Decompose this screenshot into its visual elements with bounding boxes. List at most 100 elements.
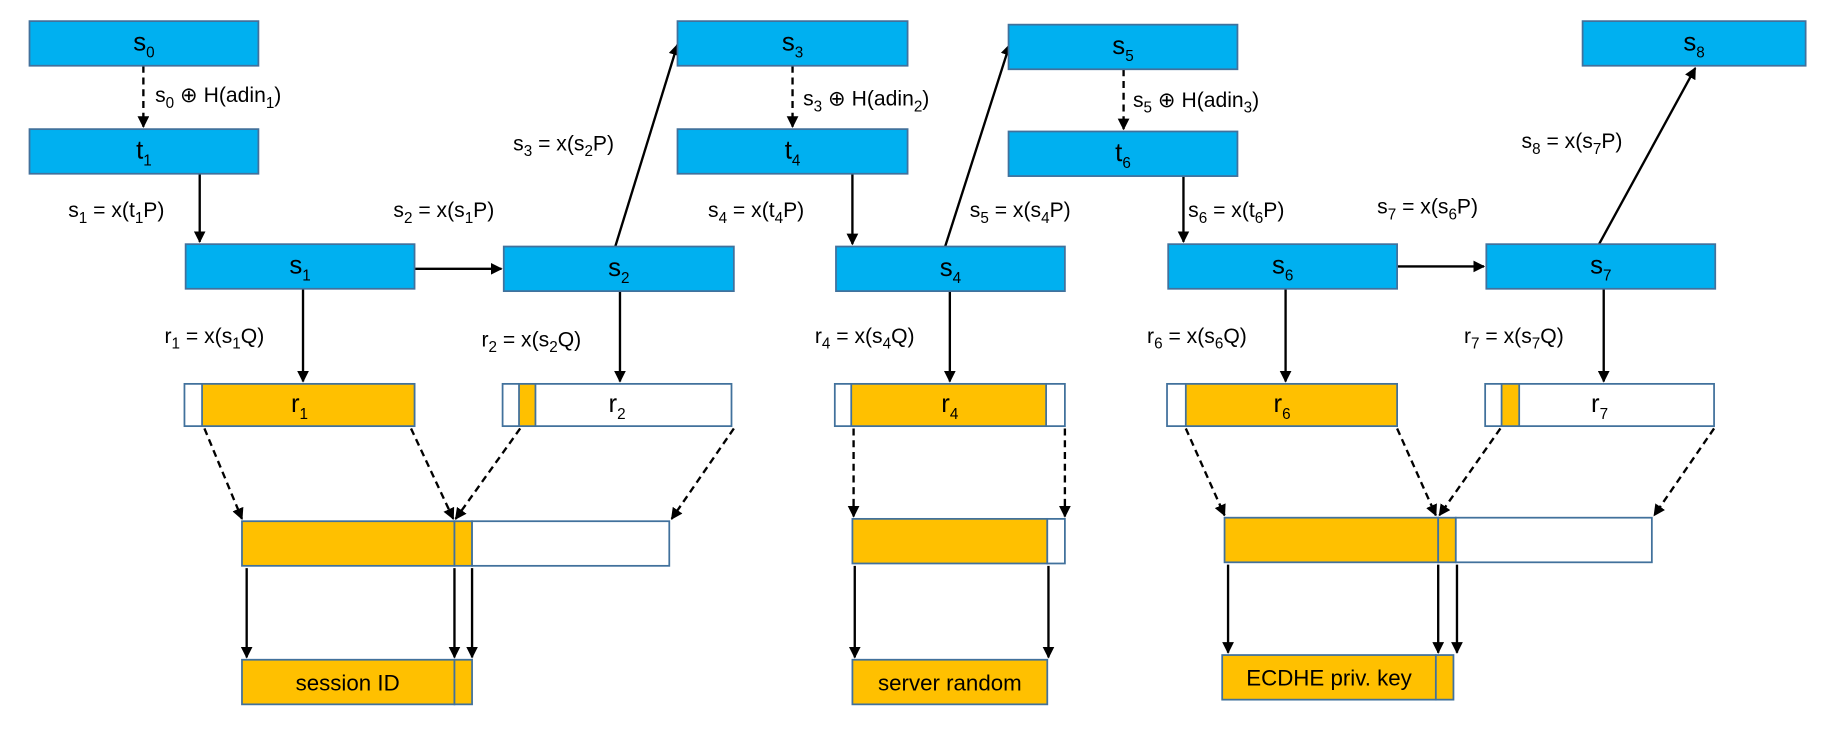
text-part: ) bbox=[1252, 89, 1259, 112]
output-used-bytes-r1 bbox=[201, 382, 416, 428]
state-label-s3: s3 bbox=[782, 28, 803, 61]
arrow-r7-buf-right bbox=[1653, 427, 1716, 517]
arrow-r2-buf-left bbox=[454, 427, 522, 520]
subscript: 7 bbox=[1388, 207, 1396, 224]
subscript: 3 bbox=[1244, 100, 1252, 117]
state-box-s2 bbox=[502, 245, 735, 293]
state-box-s7 bbox=[1485, 243, 1717, 290]
state-box-t6 bbox=[1007, 130, 1239, 177]
subscript: 4 bbox=[775, 210, 784, 227]
buffer-1-unused bbox=[471, 520, 671, 567]
output-label-r7: r7 bbox=[1591, 390, 1608, 423]
text-part: ⊕ H(adin bbox=[174, 84, 266, 107]
state-label-s3-subscript: 3 bbox=[795, 45, 803, 62]
text-part: r bbox=[165, 325, 172, 348]
state-box-s4 bbox=[835, 245, 1066, 293]
subscript: 6 bbox=[1199, 210, 1207, 227]
text-part: = x(t bbox=[1207, 199, 1255, 222]
edge-label-s3eq: s3 = x(s2P) bbox=[513, 132, 614, 160]
arrow-r6-buf-left bbox=[1184, 428, 1226, 517]
arrow-r1-buf-right bbox=[409, 427, 455, 520]
output-label-r4: r4 bbox=[941, 390, 959, 423]
text-part: P) bbox=[1263, 199, 1284, 222]
subscript: 4 bbox=[1041, 210, 1050, 227]
state-label-s7-subscript: 7 bbox=[1603, 268, 1611, 285]
subscript: 2 bbox=[914, 99, 922, 116]
edge-label-s6eq: s6 = x(t6P) bbox=[1188, 199, 1284, 227]
state-label-s1-subscript: 1 bbox=[302, 268, 310, 285]
output-label-r2: r2 bbox=[608, 390, 625, 423]
output-label-r2-base: r bbox=[608, 390, 617, 418]
state-label-s0-base: s bbox=[133, 28, 146, 56]
subscript: 5 bbox=[980, 210, 988, 227]
state-label-s6-base: s bbox=[1272, 252, 1285, 280]
buffer-3-unused bbox=[1454, 516, 1653, 564]
text-part: s bbox=[803, 88, 814, 111]
state-label-s4: s4 bbox=[940, 254, 962, 287]
state-label-t4-subscript: 4 bbox=[792, 153, 801, 170]
edge-label-r7eq: r7 = x(s7Q) bbox=[1464, 325, 1564, 353]
output-label-r1: r1 bbox=[291, 390, 308, 423]
subscript: 2 bbox=[584, 143, 592, 160]
text-part: s bbox=[1133, 89, 1144, 112]
buffer-1-r1-part bbox=[241, 520, 456, 567]
arrow-r7-buf-left bbox=[1438, 427, 1502, 517]
state-label-s1: s1 bbox=[289, 252, 310, 285]
text-part: = x(s bbox=[412, 199, 464, 222]
state-label-s2-base: s bbox=[608, 254, 621, 282]
subscript: 1 bbox=[232, 336, 240, 353]
state-label-s2-subscript: 2 bbox=[621, 270, 629, 287]
edge-label-r4eq: r4 = x(s4Q) bbox=[815, 325, 915, 353]
text-part: P) bbox=[143, 199, 164, 222]
text-part: ⊕ H(adin bbox=[1152, 89, 1244, 112]
state-label-s5-subscript: 5 bbox=[1125, 48, 1133, 65]
arrow-s7-s8 bbox=[1597, 67, 1697, 245]
state-label-s5: s5 bbox=[1112, 32, 1133, 65]
arrow-r2-buf-right bbox=[670, 427, 735, 520]
server-random-label: server random bbox=[878, 670, 1022, 695]
text-part: = x(s bbox=[532, 132, 584, 155]
arrow-r1-buf-left bbox=[203, 428, 244, 520]
state-label-s0-subscript: 0 bbox=[146, 45, 154, 62]
subscript: 7 bbox=[1593, 141, 1601, 158]
text-part: s bbox=[68, 199, 79, 222]
ecdhe-key-extra-byte bbox=[1434, 654, 1455, 701]
edge-label-adin3: s5 ⊕ H(adin3) bbox=[1133, 89, 1259, 117]
buffer-1-r2-part bbox=[453, 520, 473, 567]
subscript: 6 bbox=[1154, 336, 1162, 353]
output-label-r4-base: r bbox=[941, 390, 950, 418]
edge-label-r1eq: r1 = x(s1Q) bbox=[165, 325, 265, 353]
session-id-extra-byte bbox=[453, 658, 473, 706]
subscript: 3 bbox=[814, 99, 822, 116]
state-label-s7-base: s bbox=[1590, 252, 1603, 280]
state-box-s5 bbox=[1007, 23, 1239, 71]
state-box-t4 bbox=[676, 128, 909, 175]
subscript: 4 bbox=[719, 210, 728, 227]
buffer-3-r6-part bbox=[1223, 516, 1440, 564]
text-part: Q) bbox=[241, 325, 264, 348]
output-used-bytes-r6 bbox=[1184, 382, 1398, 428]
buffer-3-r7-part bbox=[1437, 516, 1457, 564]
buffer-2-unused bbox=[1046, 517, 1066, 565]
state-label-s8-base: s bbox=[1683, 28, 1696, 56]
text-part: = x(s bbox=[830, 325, 882, 348]
state-label-s0: s0 bbox=[133, 28, 154, 61]
text-part: = x(s bbox=[1396, 196, 1448, 219]
text-part: r bbox=[1147, 325, 1154, 348]
text-part: = x(t bbox=[87, 199, 135, 222]
text-part: P) bbox=[783, 199, 804, 222]
state-box-s6 bbox=[1167, 243, 1398, 290]
text-part: = x(s bbox=[1163, 325, 1215, 348]
state-label-s4-base: s bbox=[940, 254, 953, 282]
edge-label-s1eq: s1 = x(t1P) bbox=[68, 199, 164, 227]
state-label-t1-base: t bbox=[136, 136, 143, 164]
subscript: 4 bbox=[883, 336, 892, 353]
output-label-r6-subscript: 6 bbox=[1282, 406, 1290, 423]
edge-label-s2eq: s2 = x(s1P) bbox=[393, 199, 494, 227]
text-part: ) bbox=[274, 84, 281, 107]
state-box-s0 bbox=[28, 20, 260, 67]
output-label-r2-subscript: 2 bbox=[617, 406, 625, 423]
subscript: 1 bbox=[172, 336, 180, 353]
state-label-t6: t6 bbox=[1115, 139, 1131, 172]
